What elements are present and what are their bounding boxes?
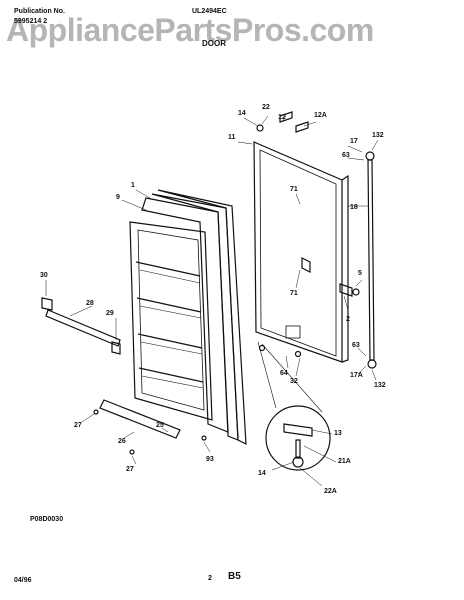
bracket-part <box>111 341 121 355</box>
part-label: 13 <box>334 430 342 437</box>
publication-label: Publication No. <box>14 8 65 15</box>
part-label: 64 <box>280 370 288 377</box>
inner-door-liner <box>129 221 213 421</box>
part-label: 1 <box>131 182 135 189</box>
part-label: 27 <box>126 466 134 473</box>
drawing-code: P08D0030 <box>30 516 64 523</box>
part-label: 27 <box>74 422 82 429</box>
part-label: 63 <box>352 342 360 349</box>
part-label: 93 <box>206 456 214 463</box>
part-label: 25 <box>156 422 164 429</box>
part-label: 22A <box>324 488 337 495</box>
part-label: 5 <box>358 270 362 277</box>
hinge-rod <box>365 151 377 369</box>
part-label: 2 <box>346 316 350 323</box>
part-label: 12A <box>314 112 327 119</box>
part-label: 18 <box>350 204 358 211</box>
part-label: 17 <box>350 138 358 145</box>
part-label: 21A <box>338 458 351 465</box>
trim-strip-lower <box>99 399 181 439</box>
part-label: 11 <box>228 134 236 141</box>
part-label: 26 <box>118 438 126 445</box>
part-label: 132 <box>374 382 386 389</box>
part-label: 22 <box>262 104 270 111</box>
hinge-bracket <box>301 257 311 273</box>
part-label: 71 <box>290 290 298 297</box>
page-number: 2 <box>208 575 212 582</box>
outer-door-panel <box>253 141 349 363</box>
detail-zoom-circle <box>257 341 331 471</box>
part-label: 63 <box>342 152 350 159</box>
publication-number: 5995214 2 <box>14 18 48 25</box>
part-label: 9 <box>116 194 120 201</box>
part-label: 132 <box>372 132 384 139</box>
part-label: 30 <box>40 272 48 279</box>
part-label: 71 <box>290 186 298 193</box>
footer-date: 04/96 <box>14 577 32 584</box>
page-code: B5 <box>228 571 241 582</box>
part-label: 14 <box>258 470 266 477</box>
part-label: 17A <box>350 372 363 379</box>
watermark-text: AppliancePartsPros.com <box>6 12 374 48</box>
door-gasket <box>141 189 247 446</box>
part-label: 12 <box>278 114 286 121</box>
trim-strip-upper <box>41 297 121 347</box>
part-label: 29 <box>106 310 114 317</box>
part-label: 32 <box>290 378 298 385</box>
section-title: DOOR <box>202 39 226 48</box>
model-number: UL2494EC <box>192 8 227 15</box>
part-label: 28 <box>86 300 94 307</box>
part-label: 14 <box>238 110 246 117</box>
